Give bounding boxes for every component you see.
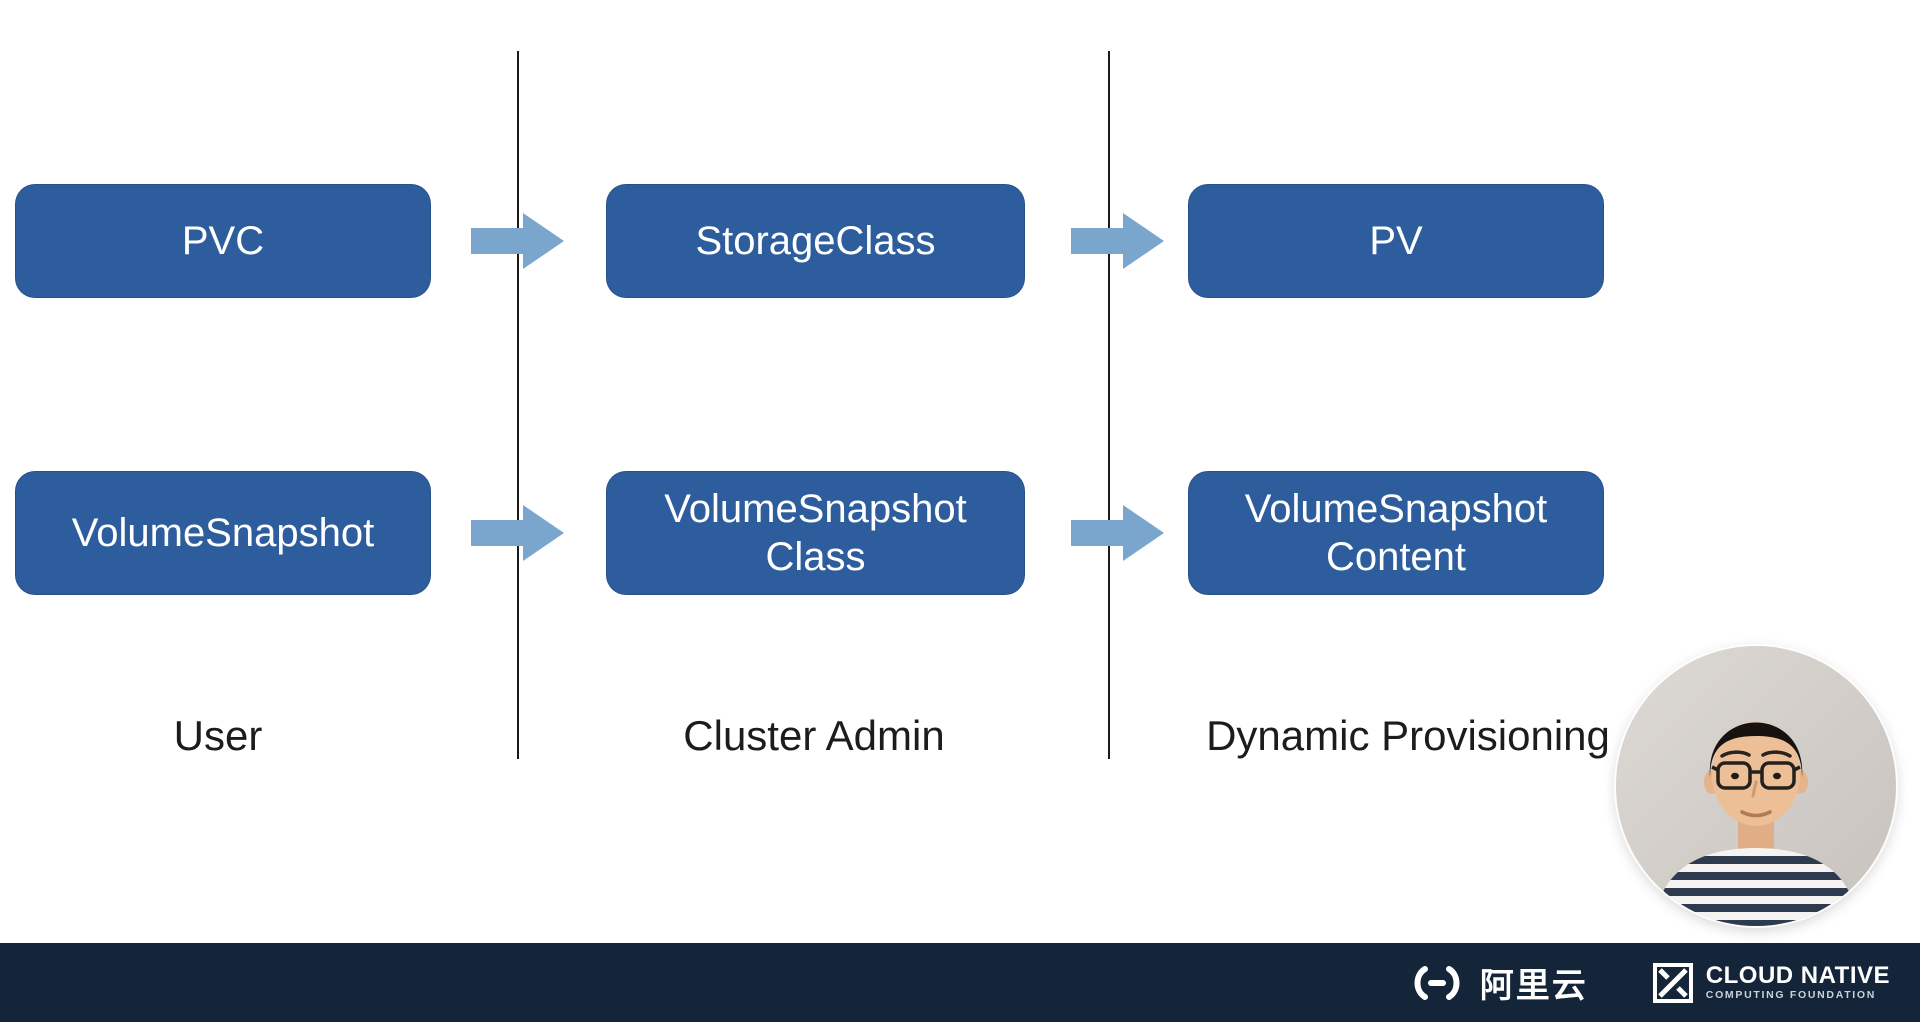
- box-volumesnapshotcontent: VolumeSnapshot Content: [1188, 471, 1604, 595]
- alibaba-bracket-icon: [1414, 965, 1460, 1000]
- box-storageclass: StorageClass: [606, 184, 1025, 298]
- cncf-subtitle: COMPUTING FOUNDATION: [1705, 988, 1877, 1001]
- arrow-right-icon: [1071, 505, 1164, 561]
- presenter-webcam: [1616, 646, 1896, 926]
- presenter-avatar-icon: [1616, 646, 1896, 926]
- box-volumesnapshotclass: VolumeSnapshot Class: [606, 471, 1025, 595]
- arrow-right-icon: [471, 505, 564, 561]
- cncf-icon: [1652, 962, 1693, 1003]
- cncf-title: CLOUD NATIVE: [1705, 961, 1890, 989]
- column-label-user: User: [173, 712, 263, 759]
- alibaba-cloud-name: 阿里云: [1479, 967, 1588, 1005]
- column-divider: [1108, 51, 1110, 759]
- box-pvc: PVC: [15, 184, 431, 298]
- box-volumesnapshot: VolumeSnapshot: [15, 471, 431, 595]
- column-divider: [517, 51, 519, 759]
- arrow-right-icon: [1071, 213, 1164, 269]
- alibaba-cloud-logo: 阿里云: [1406, 958, 1588, 1007]
- cncf-wordmark: CLOUD NATIVE COMPUTING FOUNDATION: [1705, 961, 1890, 1003]
- box-pv: PV: [1188, 184, 1604, 298]
- arrow-right-icon: [471, 213, 564, 269]
- footer-bar: 阿里云 CLOUD NATIVE COMPUTING FOUNDATION: [0, 943, 1920, 1022]
- cncf-logo: CLOUD NATIVE COMPUTING FOUNDATION: [1652, 962, 1890, 1004]
- column-label-dynamic-provisioning: Dynamic Provisioning: [1206, 712, 1610, 759]
- column-label-cluster-admin: Cluster Admin: [683, 712, 945, 759]
